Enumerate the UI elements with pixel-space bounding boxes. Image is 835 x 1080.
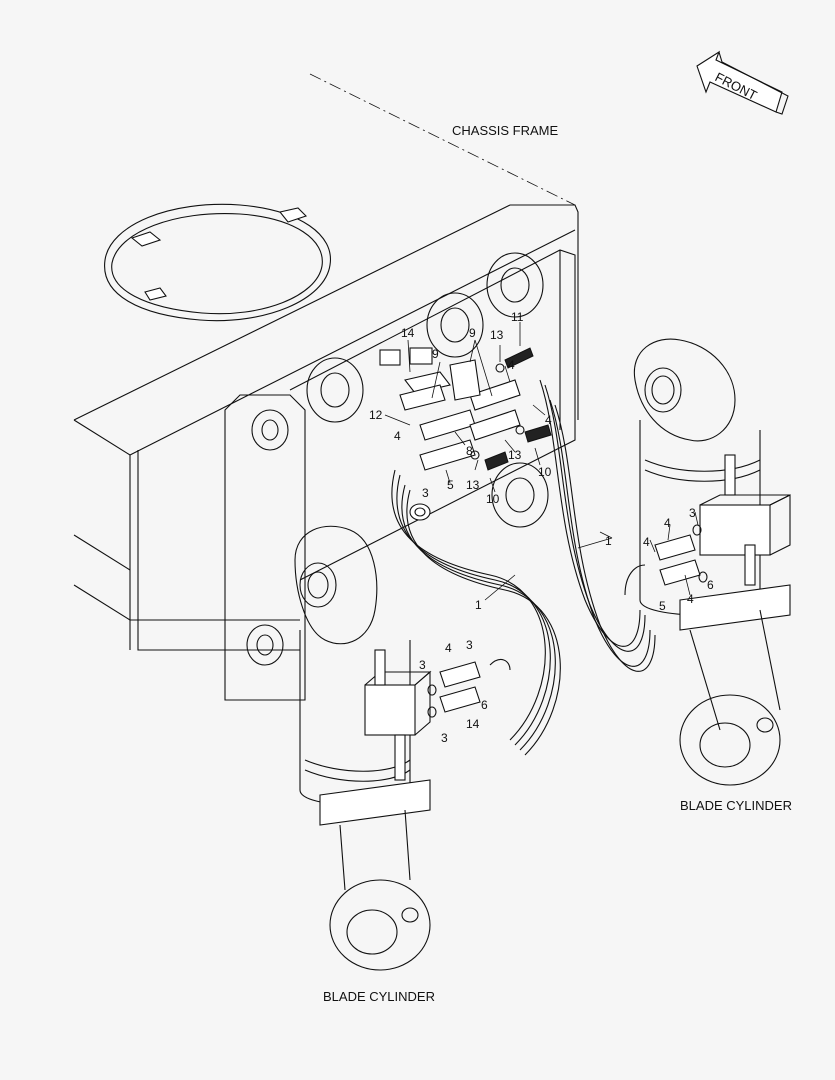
callout-1: 1 bbox=[605, 534, 612, 548]
left-blade-cylinder: BLADE CYLINDER bbox=[294, 525, 435, 1004]
fittings-cluster bbox=[379, 347, 708, 718]
callout-13: 13 bbox=[508, 448, 522, 462]
callout-5: 4 bbox=[445, 641, 452, 655]
callout-6: 14 bbox=[466, 717, 480, 731]
chassis-frame bbox=[73, 73, 579, 701]
callout-4: 4 bbox=[545, 413, 552, 427]
callout-3: 3 bbox=[689, 506, 696, 520]
callout-1: 1 bbox=[475, 598, 482, 612]
right-blade-cylinder: BLADE CYLINDER bbox=[633, 338, 792, 813]
callout-3: 3 bbox=[441, 731, 448, 745]
callout-9: 9 bbox=[469, 326, 476, 340]
callout-4: 3 bbox=[422, 486, 429, 500]
callout-10: 10 bbox=[538, 465, 552, 479]
callout-3: 6 bbox=[707, 578, 714, 592]
callouts: 14 9 9 13 11 4 12 4 8 4 13 10 3 5 13 10 … bbox=[369, 310, 714, 745]
front-arrow: FRONT bbox=[696, 50, 789, 115]
callout-4: 3 bbox=[466, 638, 473, 652]
callout-12: 12 bbox=[369, 408, 383, 422]
callout-13: 13 bbox=[466, 478, 480, 492]
callout-4: 4 bbox=[508, 358, 515, 372]
blade-cylinder-right-label: BLADE CYLINDER bbox=[680, 798, 792, 813]
blade-cylinder-left-label: BLADE CYLINDER bbox=[323, 989, 435, 1004]
callout-14: 14 bbox=[401, 326, 415, 340]
callout-4: 4 bbox=[643, 535, 650, 549]
callout-9: 9 bbox=[432, 347, 439, 361]
hose-assemblies bbox=[391, 379, 656, 756]
callout-4: 4 bbox=[394, 429, 401, 443]
callout-3: 3 bbox=[419, 658, 426, 672]
leader-lines bbox=[384, 322, 699, 601]
callout-10: 10 bbox=[486, 492, 500, 506]
callout-5: 4 bbox=[664, 516, 671, 530]
callout-6: 4 bbox=[687, 592, 694, 606]
callout-11: 11 bbox=[511, 310, 524, 324]
callout-4: 6 bbox=[481, 698, 488, 712]
callout-13: 13 bbox=[490, 328, 504, 342]
callout-4: 5 bbox=[659, 599, 666, 613]
callout-9: 5 bbox=[447, 478, 454, 492]
callout-8: 8 bbox=[466, 444, 473, 458]
chassis-frame-label: CHASSIS FRAME bbox=[452, 123, 559, 138]
